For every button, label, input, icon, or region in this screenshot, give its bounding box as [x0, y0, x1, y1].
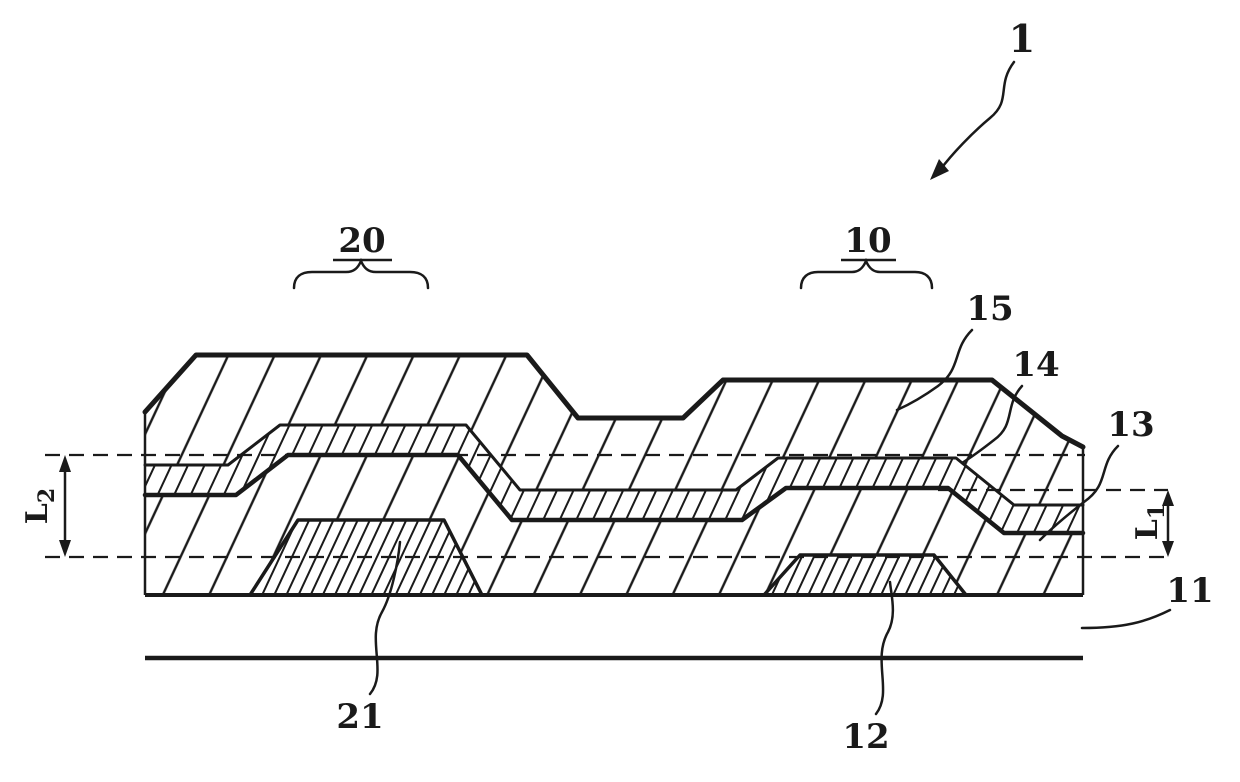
dimension-l2: L2: [20, 455, 71, 557]
ref-label-13: 13: [1107, 405, 1154, 445]
ref-label-12: 12: [842, 717, 889, 757]
layer-stack: [145, 355, 1083, 595]
group-20: 20: [292, 221, 430, 290]
layer-14-region: [145, 425, 1083, 533]
reference-lines: [45, 453, 1168, 559]
dimension-label-l2: L2: [20, 488, 60, 524]
ref-15: 15: [895, 289, 1014, 412]
ref-label-20: 20: [338, 221, 385, 261]
ref-label-10: 10: [844, 221, 891, 261]
ref-13: 13: [1038, 405, 1155, 542]
leader-14: [960, 384, 1024, 465]
layer-13-top-outline: [142, 452, 1086, 536]
device-arrow-curve: [938, 60, 1016, 172]
leader-11: [1080, 608, 1172, 630]
arrowhead-l1-bottom: [1162, 541, 1174, 557]
group-10: 10: [799, 221, 934, 290]
arrowhead-l1-top: [1162, 490, 1174, 506]
brace-20: [292, 257, 430, 290]
arrowhead-l2-top: [59, 455, 71, 472]
electrode-12-region: [764, 555, 966, 595]
layer-15-region: [145, 355, 1083, 505]
leader-13: [1038, 444, 1120, 542]
layer-15-top-outline: [142, 352, 1086, 450]
ref-label-1: 1: [1009, 16, 1035, 61]
ref-label-15: 15: [966, 289, 1013, 329]
layer-14-top-outline: [143, 423, 1085, 507]
layer-outlines: [142, 352, 1086, 661]
ref-label-21: 21: [336, 697, 383, 737]
ref-21: 21: [336, 540, 402, 737]
dimension-l1: L1: [1130, 490, 1174, 557]
ref-label-14: 14: [1012, 345, 1059, 385]
ref-label-11: 11: [1166, 571, 1213, 611]
device-pointer: 1: [930, 16, 1035, 180]
leader-12: [874, 580, 895, 716]
brace-10: [799, 257, 934, 290]
leader-21: [368, 540, 402, 696]
dimension-label-l1: L1: [1130, 504, 1170, 540]
ref-11: 11: [1080, 571, 1214, 630]
arrowhead-l2-bottom: [59, 540, 71, 557]
ref-12: 12: [842, 580, 895, 757]
device-arrowhead: [930, 159, 949, 180]
leader-15: [895, 328, 974, 412]
ref-14: 14: [960, 345, 1060, 465]
electrode-12-outline: [762, 553, 968, 597]
